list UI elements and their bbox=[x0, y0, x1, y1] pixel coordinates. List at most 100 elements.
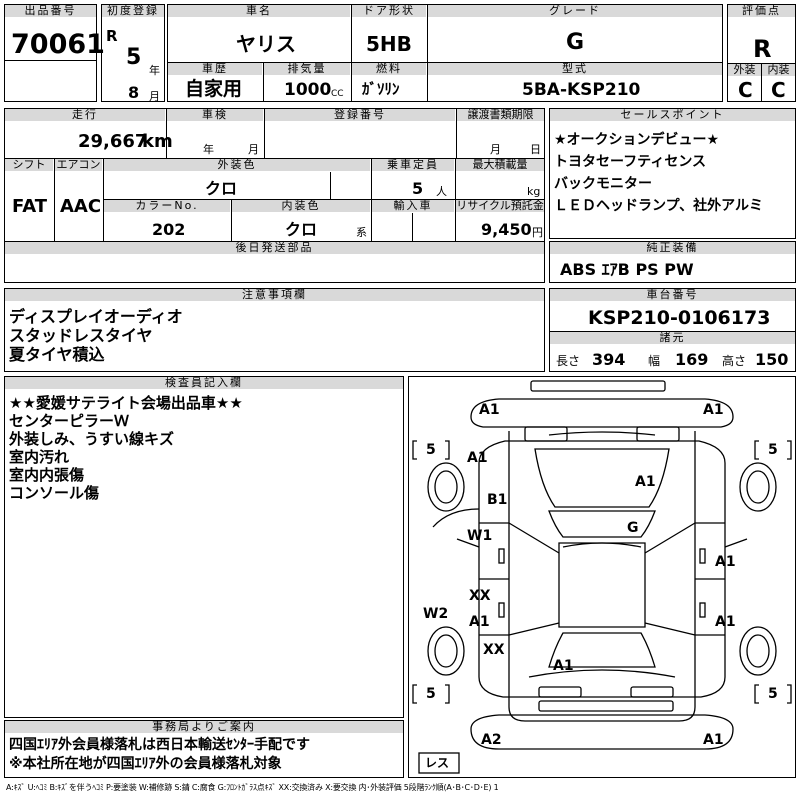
sales-points-box: セールスポイント ★オークションデビュー★ トヨタセーフティセンス バックモニタ… bbox=[549, 108, 796, 239]
transfer-day-unit: 日 bbox=[530, 143, 541, 156]
transfer-deadline-label: 譲渡書類期限 bbox=[457, 109, 544, 121]
office-notice-box: 事務局よりご案内 四国ｴﾘｱ外会員様落札は西日本輸送ｾﾝﾀｰ手配です ※本社所在… bbox=[4, 720, 404, 778]
damage-diagram-box: 5 5 5 5 レス A1 A1 A1 B1 A1 G W1 A1 XX A1 … bbox=[408, 376, 796, 778]
later-parts-label: 後日発送部品 bbox=[5, 242, 544, 254]
lot-number-box: 出品番号 70061 bbox=[4, 4, 105, 102]
first-registration-label: 初度登録 bbox=[102, 5, 164, 17]
length-label: 長さ bbox=[556, 354, 581, 368]
inspector-line: コンソール傷 bbox=[9, 484, 100, 502]
sales-point-line: バックモニター bbox=[554, 176, 652, 192]
damage-door-left-rear-1: XX bbox=[469, 588, 491, 604]
damage-glass: G bbox=[627, 520, 639, 536]
inspection-year-unit: 年 bbox=[203, 143, 214, 156]
import-label: 輸入車 bbox=[372, 200, 454, 212]
legend: A:ｷｽﾞ U:ﾍｺﾐ B:ｷｽﾞを伴うﾍｺﾐ P:要塗装 W:補修跡 S:錆 … bbox=[6, 783, 499, 792]
aircon-label: エアコン bbox=[55, 159, 102, 171]
office-notice-label: 事務局よりご案内 bbox=[5, 721, 403, 733]
damage-front-right: A1 bbox=[703, 402, 724, 418]
damage-fender-b: B1 bbox=[487, 492, 508, 508]
history: 自家用 bbox=[185, 78, 243, 100]
model: 5BA-KSP210 bbox=[522, 80, 641, 100]
reg-month-unit: 月 bbox=[149, 90, 160, 103]
sales-points-label: セールスポイント bbox=[550, 109, 795, 121]
notes-label: 注意事項欄 bbox=[5, 289, 544, 301]
interior-color: クロ bbox=[285, 220, 318, 239]
transfer-month-unit: 月 bbox=[490, 143, 501, 156]
damage-door-right-front: A1 bbox=[715, 554, 736, 570]
damage-rear-right: A1 bbox=[703, 732, 724, 748]
evaluation-box: 評価点 R 外装 内装 C C bbox=[727, 4, 796, 102]
details-box bbox=[4, 108, 545, 283]
interior-label: 内装 bbox=[762, 64, 795, 76]
color-number: 202 bbox=[152, 220, 186, 239]
grade: G bbox=[566, 30, 585, 55]
interior-color-label: 内装色 bbox=[232, 200, 370, 212]
recycle-fee-unit: 円 bbox=[532, 226, 543, 239]
mileage: 29,667 bbox=[78, 131, 148, 152]
office-notice-line: ※本社所在地が四国ｴﾘｱ外の会員様落札対象 bbox=[9, 756, 282, 772]
lot-number-label: 出品番号 bbox=[5, 5, 96, 17]
tire-front-right: 5 bbox=[768, 442, 778, 458]
history-label: 車歴 bbox=[168, 63, 262, 75]
model-label: 型式 bbox=[428, 63, 722, 75]
width: 169 bbox=[675, 350, 709, 369]
fuel-label: 燃料 bbox=[352, 63, 426, 75]
notes-box: 注意事項欄 ディスプレイオーディオ スタッドレスタイヤ 夏タイヤ積込 bbox=[4, 288, 545, 372]
equipment-label: 純正装備 bbox=[550, 242, 795, 254]
damage-hood: A1 bbox=[635, 474, 656, 490]
color-number-label: カラーNo. bbox=[104, 200, 230, 212]
chassis-number: KSP210-0106173 bbox=[588, 307, 771, 329]
door-type-label: ドア形状 bbox=[352, 5, 426, 17]
capacity-label: 乗車定員 bbox=[372, 159, 454, 171]
inspector-line: 室内内張傷 bbox=[9, 466, 85, 484]
grade-label: グレード bbox=[428, 5, 722, 17]
inspector-line: 室内汚れ bbox=[9, 448, 70, 466]
mileage-unit: km bbox=[142, 131, 173, 152]
note-line: ディスプレイオーディオ bbox=[9, 307, 183, 326]
displacement-unit: CC bbox=[331, 89, 344, 99]
capacity: 5 bbox=[412, 179, 424, 198]
car-name: ヤリス bbox=[236, 32, 296, 56]
evaluation-score: R bbox=[753, 35, 772, 63]
equipment: ABS ｴｱB PS PW bbox=[560, 260, 694, 279]
interior-color-unit: 系 bbox=[356, 226, 367, 239]
chassis-box: 車台番号 KSP210-0106173 諸元 長さ 394 幅 169 高さ 1… bbox=[549, 288, 796, 372]
sales-point-line: ＬＥＤヘッドランプ、社外アルミ bbox=[554, 198, 764, 214]
displacement-label: 排気量 bbox=[264, 63, 350, 75]
reg-year: 5 bbox=[126, 45, 142, 70]
evaluation-label: 評価点 bbox=[728, 5, 795, 17]
height-label: 高さ bbox=[722, 354, 747, 368]
mileage-label: 走行 bbox=[5, 109, 165, 121]
exterior-color: クロ bbox=[205, 179, 238, 198]
damage-door-left-rear-2: A1 bbox=[469, 614, 490, 630]
note-line: スタッドレスタイヤ bbox=[9, 326, 153, 345]
tire-rear-left: 5 bbox=[426, 686, 436, 702]
damage-pillar: W2 bbox=[423, 606, 449, 622]
era: R bbox=[106, 27, 118, 45]
reg-month: 8 bbox=[128, 83, 140, 102]
office-notice-line: 四国ｴﾘｱ外会員様落札は西日本輸送ｾﾝﾀｰ手配です bbox=[9, 737, 310, 753]
aircon: AAC bbox=[60, 196, 102, 217]
tire-rear-right: 5 bbox=[768, 686, 778, 702]
chassis-label: 車台番号 bbox=[550, 289, 795, 301]
inspector-line: センターピラーＷ bbox=[9, 412, 130, 430]
inspector-box: 検査員記入欄 ★★愛媛サテライト会場出品車★★ センターピラーＷ 外装しみ、うす… bbox=[4, 376, 404, 718]
recycle-fee-label: リサイクル預託金 bbox=[456, 200, 544, 212]
damage-roof-rear: A1 bbox=[553, 658, 574, 674]
damage-rear-left: A2 bbox=[481, 732, 502, 748]
length: 394 bbox=[592, 350, 626, 369]
height: 150 bbox=[755, 350, 789, 369]
car-info-box bbox=[167, 4, 723, 102]
first-registration-box: 初度登録 R 5 年 8 月 bbox=[101, 4, 165, 102]
equipment-box: 純正装備 ABS ｴｱB PS PW bbox=[549, 241, 796, 283]
exterior-label: 外装 bbox=[728, 64, 761, 76]
note-line: 夏タイヤ積込 bbox=[9, 345, 105, 364]
exterior-color-label: 外装色 bbox=[104, 159, 370, 171]
damage-fender-left: A1 bbox=[467, 450, 488, 466]
lot-number: 70061 bbox=[11, 29, 105, 60]
sales-point-line: トヨタセーフティセンス bbox=[554, 154, 707, 170]
damage-door-left-front: W1 bbox=[467, 528, 493, 544]
damage-front-left: A1 bbox=[479, 402, 500, 418]
shift-label: シフト bbox=[5, 159, 53, 171]
damage-door-right-rear: A1 bbox=[715, 614, 736, 630]
